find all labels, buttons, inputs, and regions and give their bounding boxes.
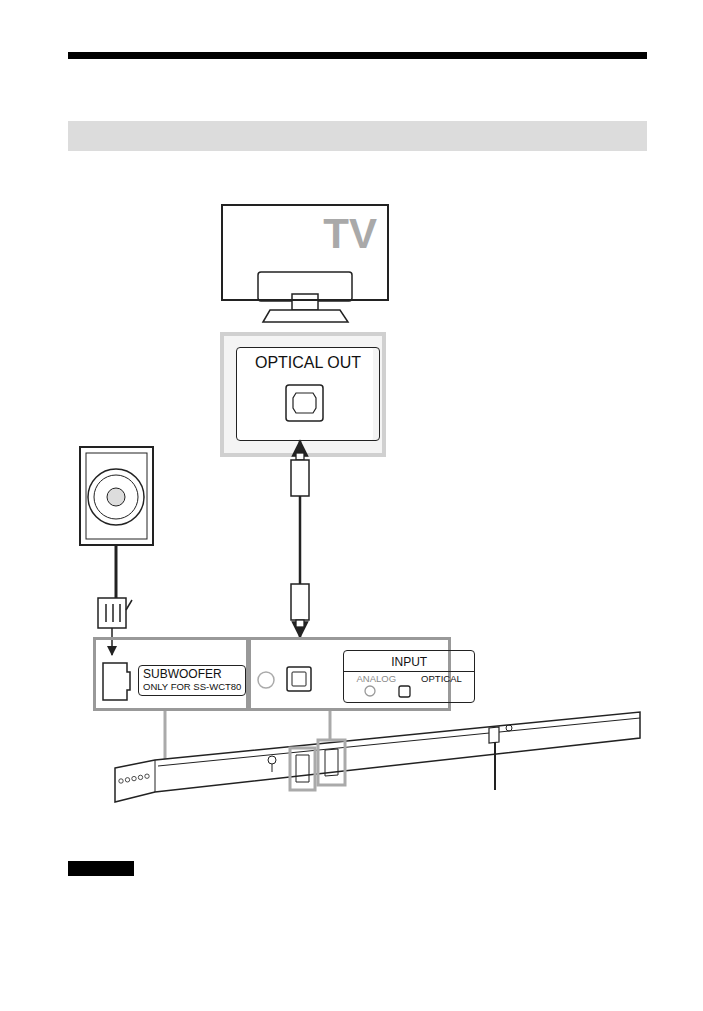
rear-jack	[325, 749, 338, 776]
grill-hole	[145, 774, 149, 778]
plug-ribs	[106, 604, 120, 622]
rear-mark	[506, 725, 512, 731]
analog-symbol	[365, 686, 375, 696]
label-box: SUBWOOFERONLY FOR SS-WCT80	[138, 665, 246, 696]
tv-screen: TV	[221, 204, 389, 301]
power-socket	[489, 727, 499, 743]
plug-latch	[126, 600, 132, 610]
plug-tip	[296, 620, 304, 627]
soundbar	[115, 712, 640, 802]
subwoofer-plug	[98, 598, 126, 628]
port-label: SUBWOOFER	[143, 668, 241, 682]
highlight-frame	[290, 748, 315, 790]
power-cord	[494, 742, 496, 790]
callout-frame	[222, 334, 384, 455]
optical-plug	[291, 460, 309, 496]
grill-hole	[125, 778, 129, 782]
subwoofer	[80, 447, 153, 545]
woofer-cone	[88, 469, 144, 525]
tv-label: TV	[323, 210, 377, 258]
input-row: ANALOG OPTICAL	[344, 672, 474, 685]
insert-arrow	[111, 628, 113, 655]
port-panel: INPUTANALOGOPTICAL	[248, 637, 451, 711]
subwoofer-jack	[103, 663, 130, 700]
note-tag	[68, 861, 134, 876]
port-panel: SUBWOOFERONLY FOR SS-WCT80	[93, 637, 249, 711]
section-band	[68, 121, 647, 151]
port-label: INPUT	[391, 656, 427, 670]
optical-symbol	[399, 686, 410, 697]
panel-screw	[258, 672, 274, 688]
port-sublabel: ANALOG	[357, 674, 397, 685]
grill-hole	[119, 779, 123, 783]
port-sublabel: ONLY FOR SS-WCT80	[143, 682, 241, 693]
input-box: INPUT ANALOG OPTICAL	[343, 650, 475, 703]
tv-neck	[292, 294, 318, 310]
optical-plug	[291, 584, 309, 620]
plug-tip	[296, 453, 304, 460]
port-label: OPTICAL OUT	[237, 354, 379, 372]
soundbar-edge	[155, 718, 640, 792]
port-sublabel: OPTICAL	[421, 674, 462, 685]
subwoofer-face	[86, 453, 147, 539]
woofer-cap	[107, 488, 125, 506]
optical-jack-inner	[292, 672, 306, 686]
rear-jack	[296, 755, 309, 782]
soundbar-grill	[119, 774, 149, 783]
top-rule	[68, 52, 647, 59]
tv-base	[263, 310, 348, 322]
grill-hole	[138, 775, 142, 779]
rear-mark	[268, 756, 276, 772]
subwoofer-cable	[115, 545, 118, 598]
optical-jack	[286, 385, 323, 421]
leader-line	[329, 711, 332, 740]
optical-jack	[287, 667, 311, 691]
highlight-frame	[318, 740, 345, 785]
input-header: INPUT	[344, 651, 474, 672]
woofer-cone	[94, 475, 138, 519]
callout-panel: OPTICAL OUT	[236, 347, 380, 441]
grill-hole	[132, 776, 136, 780]
optical-jack-inner	[293, 393, 316, 413]
